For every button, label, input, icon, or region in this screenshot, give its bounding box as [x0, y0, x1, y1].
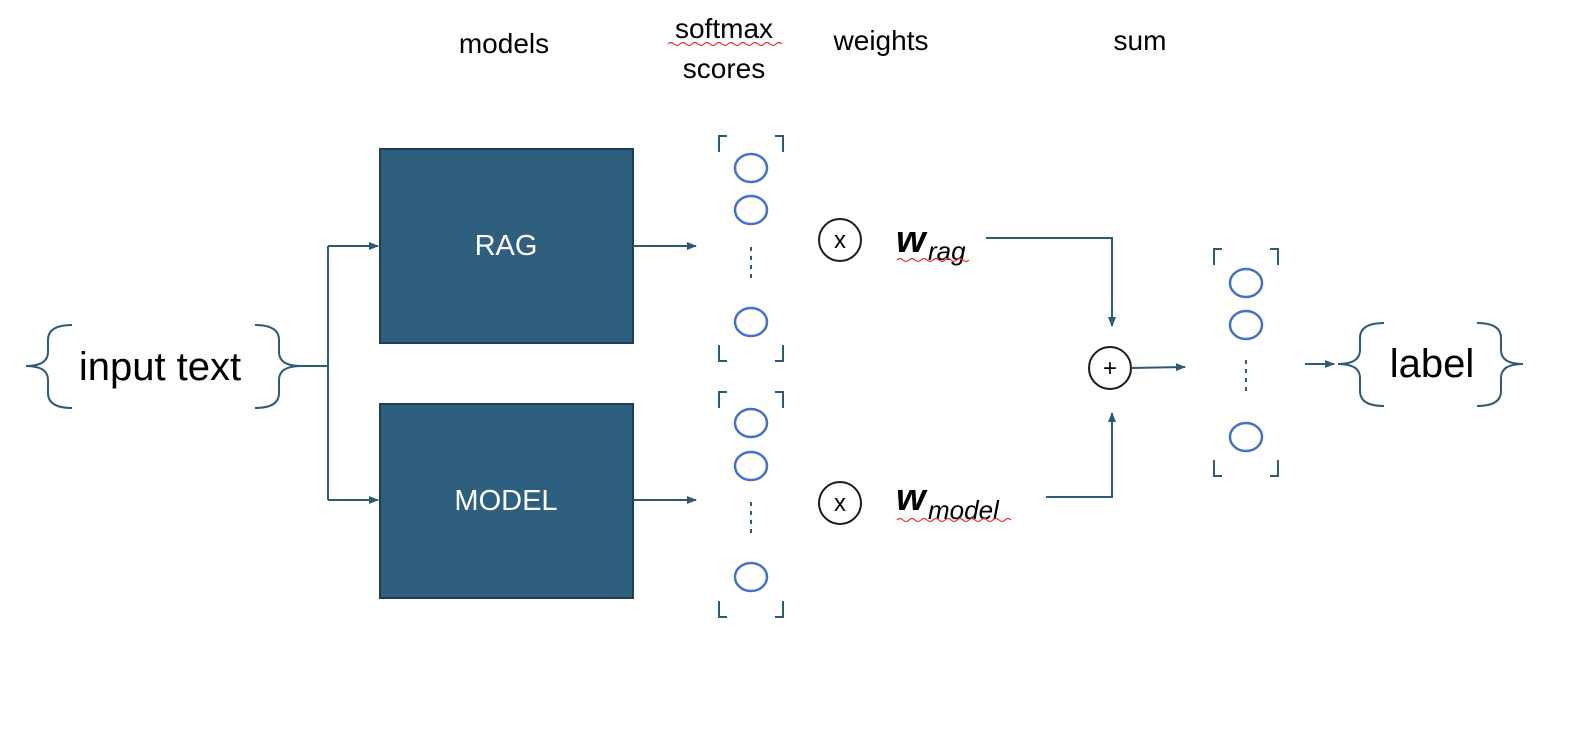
weight-rag-squiggle — [896, 257, 970, 263]
multiply-top-symbol: x — [834, 227, 846, 254]
output-vector — [1213, 248, 1279, 477]
input-split-connector — [301, 242, 379, 504]
header-scores: scores — [683, 53, 765, 84]
weight-rag-symbol: w — [896, 219, 928, 261]
weight-model-squiggle — [896, 517, 1012, 523]
rag-model-label: RAG — [475, 230, 538, 262]
weight-model-subscript: model — [928, 495, 1000, 525]
weights-to-sum-connectors — [986, 237, 1116, 498]
label-brace-left — [1337, 322, 1385, 407]
header-weights: weights — [833, 25, 929, 56]
input-brace-left — [25, 324, 73, 409]
header-softmax: softmax — [675, 13, 773, 44]
weight-rag-subscript: rag — [928, 236, 966, 266]
label-brace-right — [1476, 322, 1524, 407]
multiply-bottom-symbol: x — [834, 490, 846, 517]
header-models: models — [459, 28, 549, 59]
sum-to-output-arrow — [1130, 363, 1186, 372]
multiply-top-node — [818, 218, 862, 262]
multiply-bottom-node — [818, 481, 862, 525]
output-label-text: label — [1390, 342, 1475, 386]
weight-model-symbol: w — [896, 477, 928, 519]
sum-symbol: + — [1103, 355, 1117, 382]
spellcheck-squiggle — [667, 41, 783, 47]
main-model-box — [379, 403, 634, 599]
model-softmax-vector — [718, 391, 784, 618]
input-brace-right — [254, 324, 302, 409]
header-sum: sum — [1114, 25, 1167, 56]
input-text-label: input text — [79, 345, 241, 389]
rag-model-box — [379, 148, 634, 344]
main-model-label: MODEL — [454, 485, 557, 517]
rag-softmax-vector — [718, 135, 784, 362]
